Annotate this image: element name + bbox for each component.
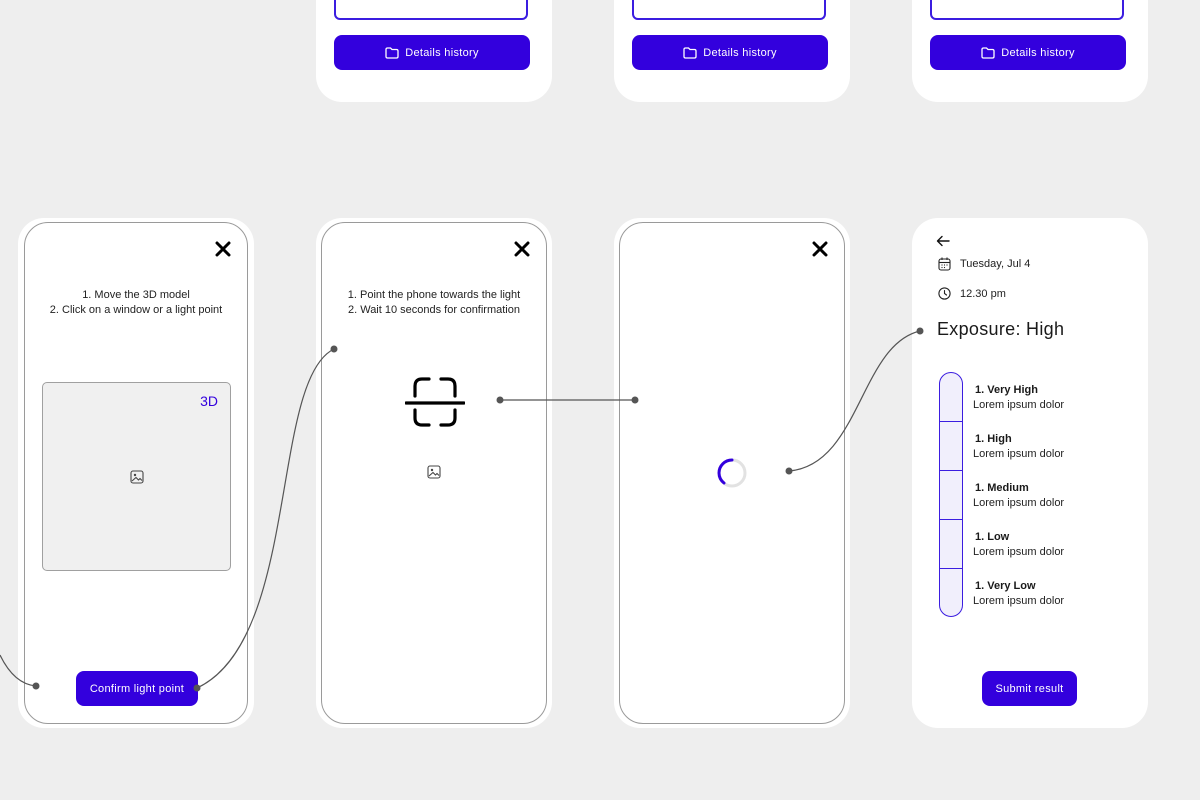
screen-point-phone: 1. Point the phone towards the light 2. …: [316, 218, 552, 728]
folder-icon: [385, 46, 399, 59]
details-history-label: Details history: [703, 46, 777, 59]
clock-icon: [938, 287, 951, 300]
close-icon[interactable]: [213, 239, 233, 259]
screen-exposure-result: Tuesday, Jul 4 12.30 pm Exposure: High 1…: [912, 218, 1148, 728]
history-card-1: Details history: [316, 0, 552, 102]
time-row: 12.30 pm: [938, 287, 1006, 300]
details-history-button[interactable]: Details history: [632, 35, 828, 70]
details-history-label: Details history: [405, 46, 479, 59]
folder-icon: [981, 46, 995, 59]
close-icon[interactable]: [512, 239, 532, 259]
screen-loading: [614, 218, 850, 728]
confirm-light-point-button[interactable]: Confirm light point: [76, 671, 198, 706]
text-field[interactable]: [334, 0, 528, 20]
close-icon[interactable]: [810, 239, 830, 259]
instruction-step-1: 1. Move the 3D model: [82, 289, 190, 301]
3d-model-viewer[interactable]: 3D: [42, 382, 231, 571]
calendar-icon: [938, 257, 951, 271]
image-icon: [427, 465, 441, 479]
level-item[interactable]: 1. Low Lorem ipsum dolor: [973, 530, 1064, 560]
instructions: 1. Point the phone towards the light 2. …: [322, 288, 546, 318]
phone-frame: 1. Point the phone towards the light 2. …: [321, 222, 547, 724]
level-item[interactable]: 1. High Lorem ipsum dolor: [973, 432, 1064, 462]
loading-spinner-icon: [717, 458, 747, 488]
exposure-title: Exposure: High: [937, 319, 1065, 339]
level-segment-very-high: [940, 373, 962, 422]
folder-icon: [683, 46, 697, 59]
level-title: 1. High: [975, 433, 1012, 445]
level-description: Lorem ipsum dolor: [973, 448, 1065, 460]
instruction-step-1: 1. Point the phone towards the light: [347, 289, 521, 301]
history-card-3: Details history: [912, 0, 1148, 102]
level-segment-high: [940, 422, 962, 471]
level-title: 1. Very High: [975, 384, 1038, 396]
level-segment-very-low: [940, 569, 962, 616]
confirm-light-point-label: Confirm light point: [89, 682, 185, 695]
level-segment-low: [940, 520, 962, 569]
level-item[interactable]: 1. Very High Lorem ipsum dolor: [973, 383, 1064, 413]
details-history-button[interactable]: Details history: [334, 35, 530, 70]
screen-select-light-point: 1. Move the 3D model 2. Click on a windo…: [18, 218, 254, 728]
instruction-step-2: 2. Click on a window or a light point: [49, 304, 223, 316]
level-item[interactable]: 1. Medium Lorem ipsum dolor: [973, 481, 1064, 511]
text-field[interactable]: [632, 0, 826, 20]
details-history-button[interactable]: Details history: [930, 35, 1126, 70]
3d-label: 3D: [200, 393, 218, 409]
date-row: Tuesday, Jul 4: [938, 257, 1030, 271]
back-arrow-icon[interactable]: [936, 235, 950, 247]
phone-frame: [619, 222, 845, 724]
level-description: Lorem ipsum dolor: [973, 546, 1065, 558]
exposure-level-bar: [939, 372, 963, 617]
level-description: Lorem ipsum dolor: [973, 399, 1065, 411]
instructions: 1. Move the 3D model 2. Click on a windo…: [25, 288, 247, 318]
level-segment-medium: [940, 471, 962, 520]
time-text: 12.30 pm: [960, 287, 1006, 300]
level-description: Lorem ipsum dolor: [973, 497, 1065, 509]
level-description: Lorem ipsum dolor: [973, 595, 1065, 607]
image-icon: [130, 470, 144, 484]
phone-frame: 1. Move the 3D model 2. Click on a windo…: [24, 222, 248, 724]
level-title: 1. Very Low: [975, 580, 1036, 592]
submit-result-button[interactable]: Submit result: [982, 671, 1077, 706]
history-card-2: Details history: [614, 0, 850, 102]
date-text: Tuesday, Jul 4: [960, 258, 1031, 270]
text-field[interactable]: [930, 0, 1124, 20]
scan-frame-icon: [405, 377, 465, 427]
level-title: 1. Low: [975, 531, 1010, 543]
submit-result-label: Submit result: [995, 682, 1064, 695]
instruction-step-2: 2. Wait 10 seconds for confirmation: [347, 304, 520, 316]
level-title: 1. Medium: [975, 482, 1029, 494]
details-history-label: Details history: [1001, 46, 1075, 59]
level-item[interactable]: 1. Very Low Lorem ipsum dolor: [973, 579, 1064, 609]
